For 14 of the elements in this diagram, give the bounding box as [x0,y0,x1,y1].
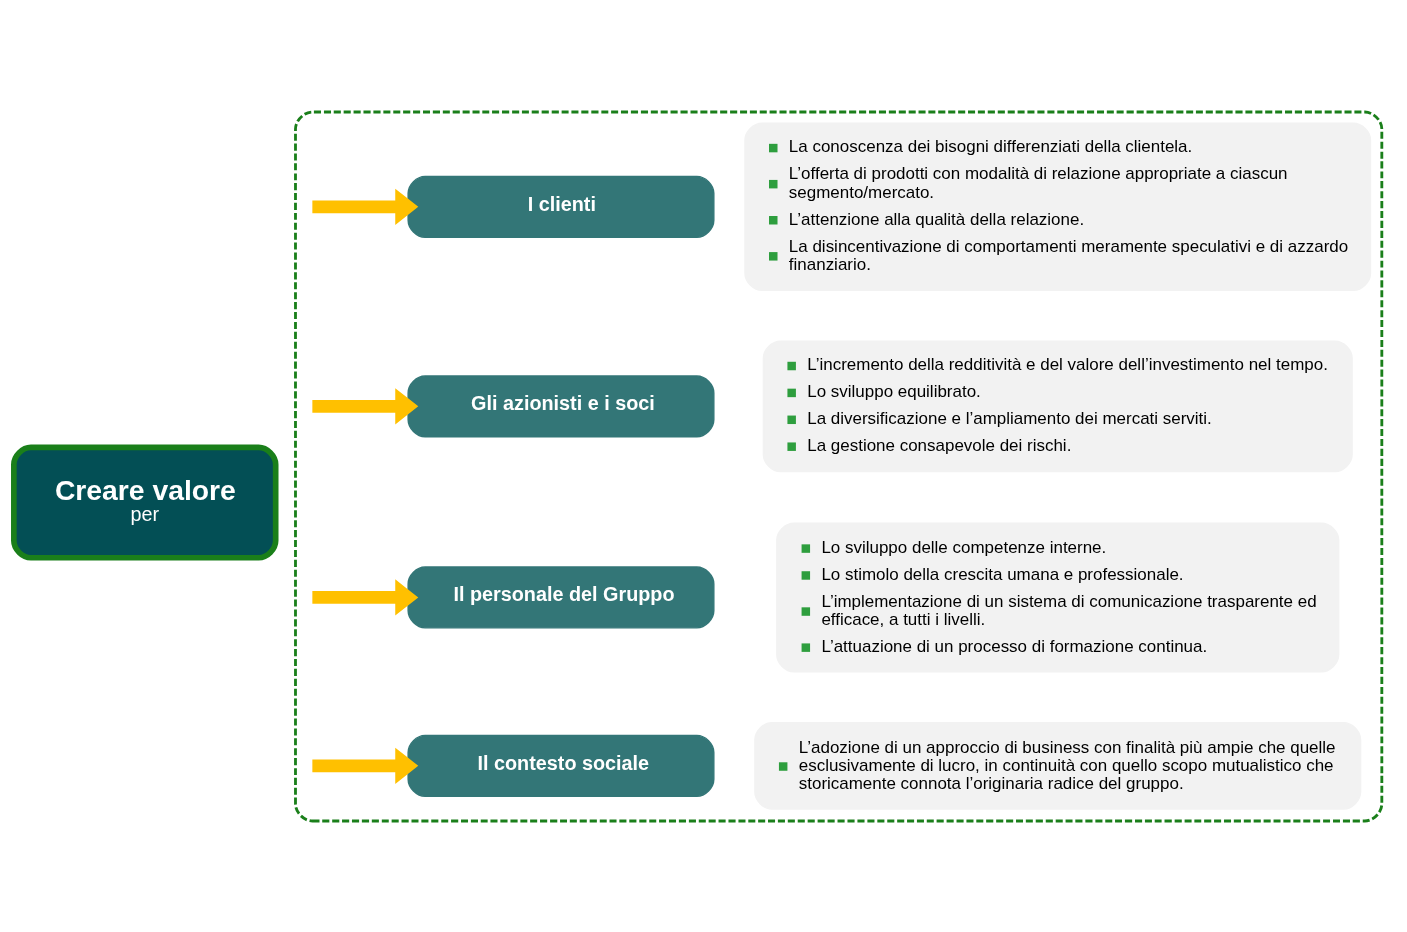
node-box: Il contesto sociale [407,734,715,797]
node-box: L’adozione di un approccio di business con finalità più ampie che quelle esclusivamente di lucro, in continuità con quello scopo mutualistico che storicamente connota l’originaria radice del gruppo. [754,721,1362,810]
node-box: I clienti [407,175,715,238]
node-box: Il personale del Gruppo [407,565,715,629]
node-box: Gli azionisti e i soci [407,374,715,437]
node-box: L’incremento della redditività e del valore dell’investimento nel tempo. Lo sviluppo equilibrato. La diversificazione e l’ampliamento dei mercati serviti. La gestione consapevole dei rischi. [762,340,1353,472]
arrow [312,188,419,225]
cluster [294,110,1384,822]
arrow [312,387,419,424]
arrow [312,578,419,616]
arrow [312,747,419,784]
node-box: La conoscenza dei bisogni differenziati della clientela. L’offerta di prodotti con modalità di relazione appropriate a ciascun segmento/mercato. L’attenzione alla qualità della relazione. La disincentivazione di comportamenti meramente speculativi e di azzardo finanziario. [744,122,1372,291]
node-box: Lo sviluppo delle competenze interne. Lo stimolo della crescita umana e professionale. L’implementazione di un sistema di comunicazione trasparente ed efficace, a tutti i livelli. L’attuazione di un processo di formazione continua. [776,521,1340,672]
node-box: Creare valore per [11,444,279,561]
